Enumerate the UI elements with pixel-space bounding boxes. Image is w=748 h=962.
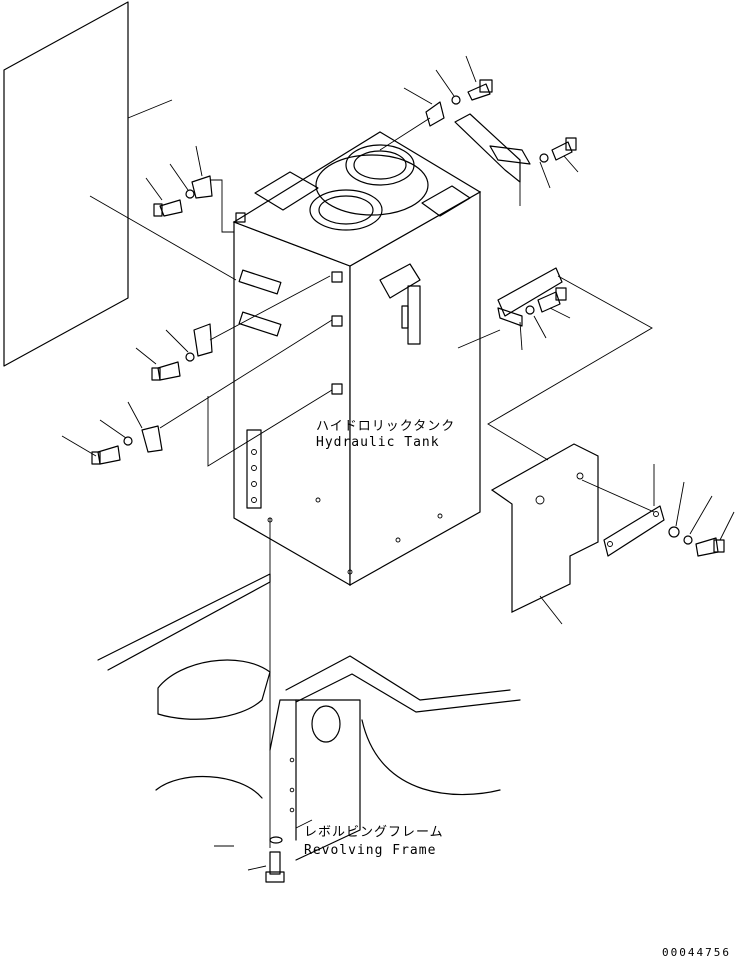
hydraulic-tank xyxy=(232,131,482,587)
tank-label-en: Hydraulic Tank xyxy=(316,435,440,450)
bottom-bolt xyxy=(265,836,285,883)
top-bracket-assembly xyxy=(425,79,577,183)
side-bracket-assembly xyxy=(497,267,567,327)
leader-lines xyxy=(61,55,735,871)
cover-plate xyxy=(490,443,725,613)
revolving-frame xyxy=(97,573,521,861)
left-bracket-assembly xyxy=(91,175,213,465)
cover-sheet xyxy=(3,1,129,367)
tank-label-jp: ハイドロリックタンク xyxy=(316,419,455,434)
document-number: 00044756 xyxy=(662,946,731,959)
frame-label-jp: レボルビングフレーム xyxy=(304,825,444,840)
frame-label-en: Revolving Frame xyxy=(304,843,436,858)
